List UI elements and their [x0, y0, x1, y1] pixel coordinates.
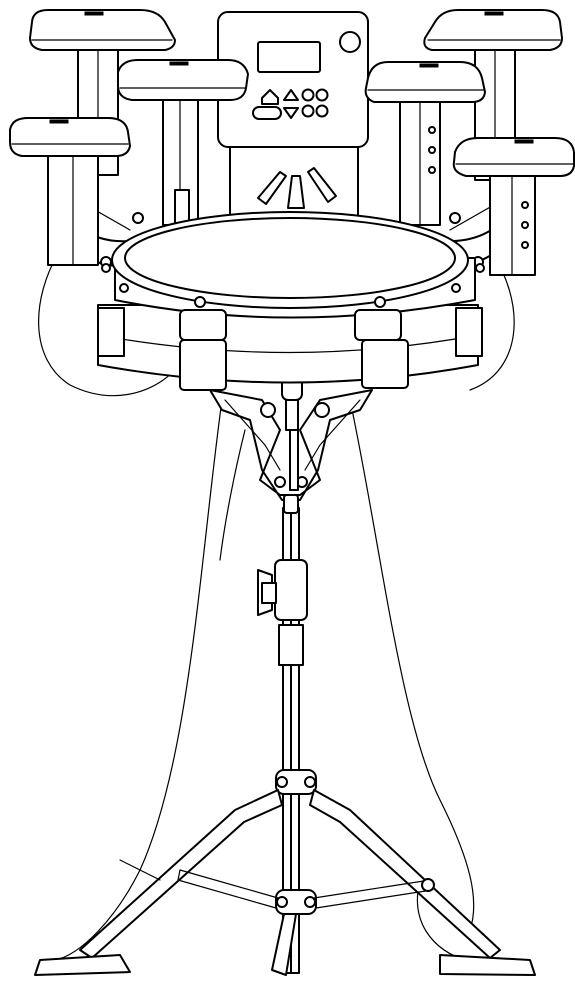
pad-front-right	[452, 137, 575, 276]
module-display	[257, 41, 321, 73]
pad-mid-left	[117, 59, 249, 226]
snare-drum	[97, 211, 485, 391]
pad-top	[9, 117, 131, 157]
leg-left	[79, 789, 283, 959]
lug	[179, 339, 227, 391]
volume-knob-icon	[339, 31, 361, 53]
lug	[354, 309, 402, 341]
pad-top	[364, 61, 486, 103]
pad-top	[452, 137, 575, 177]
pedal-button-center	[287, 175, 305, 209]
home-icon	[261, 89, 279, 105]
pad-top	[117, 59, 249, 101]
lug	[97, 307, 125, 357]
foot-left	[34, 954, 131, 976]
pole-collar	[278, 624, 304, 666]
height-clamp	[274, 559, 308, 621]
circle-button-icon	[301, 88, 315, 102]
down-arrow-icon	[283, 107, 299, 119]
pad-top	[423, 9, 563, 51]
circle-button-icon	[315, 88, 329, 102]
circle-button-icon	[301, 104, 315, 118]
up-arrow-icon	[283, 89, 299, 101]
foot-right	[439, 954, 536, 976]
pad-front-left	[9, 117, 131, 266]
circle-button-icon	[315, 104, 329, 118]
lug	[455, 307, 483, 357]
lug	[361, 339, 409, 389]
oval-button-icon	[252, 106, 282, 120]
drum-head	[124, 217, 456, 299]
pedal-button-left	[257, 171, 287, 205]
stand-tripod	[34, 507, 536, 976]
lug	[179, 309, 227, 341]
sound-module	[217, 11, 369, 148]
pad-mid-right	[364, 61, 486, 226]
leg-right	[309, 789, 501, 959]
pad-top	[29, 9, 176, 51]
snare-basket-mount	[209, 339, 373, 514]
leg-rear	[271, 913, 297, 976]
pedal-button-right	[307, 167, 337, 203]
